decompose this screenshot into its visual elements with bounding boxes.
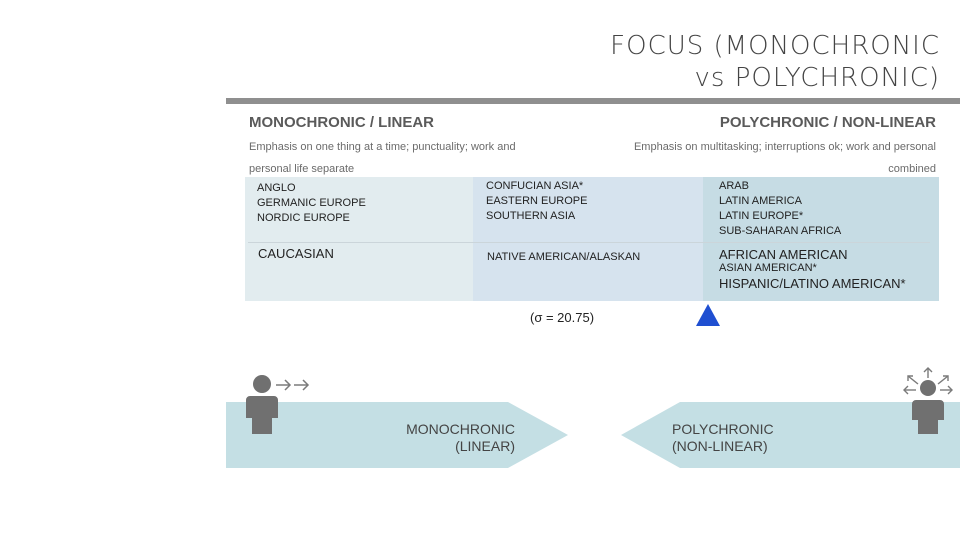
monochronic-description-line1: Emphasis on one thing at a time; punctua… xyxy=(249,141,516,153)
list-item: ANGLO xyxy=(257,182,296,194)
polychronic-header: POLYCHRONIC / NON-LINEAR xyxy=(719,114,936,131)
title-rule xyxy=(226,98,960,104)
polychronic-label-line1: POLYCHRONIC xyxy=(672,421,774,437)
row2-col3-cell: AFRICAN AMERICAN ASIAN AMERICAN* HISPANI… xyxy=(719,247,906,292)
row1-col3-cell: ARAB LATIN AMERICA LATIN EUROPE* SUB-SAH… xyxy=(719,179,841,239)
polychronic-label-line2: (NON-LINEAR) xyxy=(672,438,768,454)
slide-title-line1: FOCUS (MONOCHRONIC xyxy=(610,31,940,61)
monochronic-arrow xyxy=(226,402,568,468)
table-column-polychronic xyxy=(703,177,939,301)
slide-title-line2: vs POLYCHRONIC) xyxy=(694,63,940,93)
person-multidirectional-arrows-icon xyxy=(903,367,953,434)
row2-col2-cell: NATIVE AMERICAN/ALASKAN xyxy=(487,251,641,263)
list-item: AFRICAN AMERICAN xyxy=(719,247,848,262)
polychronic-description-line2: combined xyxy=(888,163,936,175)
list-item: HISPANIC/LATINO AMERICAN* xyxy=(719,276,906,291)
row1-col2-cell: CONFUCIAN ASIA* EASTERN EUROPE SOUTHERN … xyxy=(486,179,587,224)
person-linear-arrows-icon xyxy=(246,375,310,434)
list-item: LATIN AMERICA xyxy=(719,195,802,207)
gap-right xyxy=(621,402,680,435)
table-column-monochronic xyxy=(245,177,473,301)
list-item: LATIN EUROPE* xyxy=(719,210,804,222)
list-item: ASIAN AMERICAN* xyxy=(719,262,817,274)
table-column-middle xyxy=(473,177,703,301)
arrow-gap xyxy=(508,402,621,468)
position-marker-triangle-icon xyxy=(696,304,720,326)
list-item: SOUTHERN ASIA xyxy=(486,210,576,222)
list-item: ARAB xyxy=(719,180,749,192)
polychronic-description-line1: Emphasis on multitasking; interruptions … xyxy=(633,141,936,153)
list-item: CONFUCIAN ASIA* xyxy=(486,180,584,192)
monochronic-scale-label: MONOCHRONIC (LINEAR) xyxy=(380,421,515,455)
slide-title: FOCUS (MONOCHRONIC vs POLYCHRONIC) xyxy=(520,30,940,94)
row1-col1-cell: ANGLO GERMANIC EUROPE NORDIC EUROPE xyxy=(257,181,366,226)
polychronic-arrow xyxy=(621,402,960,468)
list-item: NORDIC EUROPE xyxy=(257,212,350,224)
monochronic-description-line2: personal life separate xyxy=(249,163,355,175)
list-item: GERMANIC EUROPE xyxy=(257,197,366,209)
monochronic-header: MONOCHRONIC / LINEAR xyxy=(249,114,434,131)
list-item: EASTERN EUROPE xyxy=(486,195,588,207)
row2-col1-cell: CAUCASIAN xyxy=(258,246,334,261)
sigma-value: (σ = 20.75) xyxy=(530,310,595,325)
polychronic-scale-label: POLYCHRONIC (NON-LINEAR) xyxy=(672,421,832,455)
gap-right-bottom xyxy=(621,435,680,468)
list-item: SUB-SAHARAN AFRICA xyxy=(719,225,842,237)
monochronic-label-line1: MONOCHRONIC xyxy=(406,421,515,437)
scale-arrows xyxy=(226,402,960,468)
table-row-divider xyxy=(248,242,930,243)
monochronic-label-line2: (LINEAR) xyxy=(455,438,515,454)
